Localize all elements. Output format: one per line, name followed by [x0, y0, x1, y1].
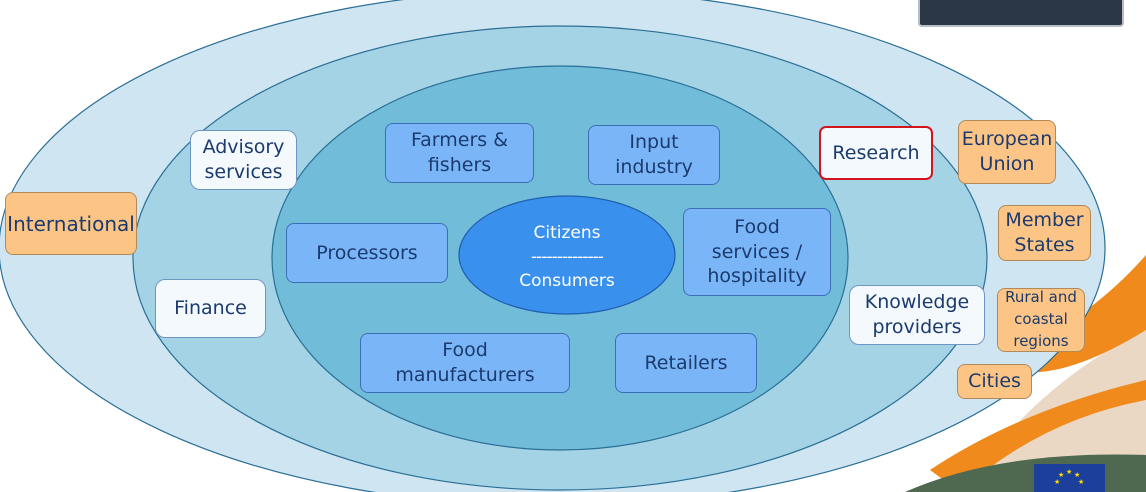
box-label-line: services [204, 161, 283, 183]
box-rural-coastal-regions[interactable]: Rural and coastal regions [997, 288, 1085, 352]
core-separator: -------------- [531, 246, 604, 267]
box-label-line: Advisory [202, 136, 285, 159]
eu-flag-icon: ★★★ ★★ [1034, 464, 1105, 492]
box-food-manufacturers[interactable]: Food manufacturers [360, 333, 570, 393]
box-farmers-fishers[interactable]: Farmers & fishers [385, 123, 534, 183]
box-knowledge-providers[interactable]: Knowledge providers [849, 285, 985, 345]
box-label-line: Input [629, 131, 679, 154]
box-label-line: services / [711, 240, 803, 263]
box-advisory-services[interactable]: Advisory services [190, 130, 297, 190]
core-ellipse [458, 195, 676, 315]
box-european-union[interactable]: European Union [958, 120, 1056, 184]
box-label-line: regions [1013, 331, 1069, 350]
box-label-line: manufacturers [395, 364, 535, 386]
box-label-line: International [7, 211, 135, 236]
box-cities[interactable]: Cities [957, 364, 1032, 399]
box-label-line: hospitality [707, 265, 807, 288]
core-title: Citizens [533, 223, 601, 244]
svg-text:★: ★ [1078, 478, 1084, 486]
box-label-line: industry [615, 156, 693, 178]
box-label-line: States [1014, 234, 1075, 256]
box-processors[interactable]: Processors [286, 223, 448, 283]
box-label-line: fishers [427, 154, 492, 176]
box-research[interactable]: Research [819, 126, 933, 180]
box-label-line: Member [1005, 209, 1084, 232]
box-member-states[interactable]: Member States [998, 205, 1091, 261]
corner-orange-shape [990, 255, 1146, 373]
box-label-line: Knowledge [864, 291, 970, 314]
box-label-line: Cities [968, 370, 1021, 393]
box-international[interactable]: International [5, 192, 137, 255]
box-label-line: European [961, 128, 1053, 151]
svg-text:★: ★ [1058, 471, 1064, 479]
corner-orange-shape-2 [930, 380, 1146, 492]
svg-text:★: ★ [1066, 468, 1072, 476]
box-label-line: Food [734, 215, 780, 238]
box-label-line: Farmers & [410, 129, 509, 152]
box-label-line: Retailers [644, 351, 728, 374]
box-food-services[interactable]: Food services / hospitality [683, 208, 831, 296]
box-label-line: Research [832, 141, 920, 164]
dark-panel [918, 0, 1124, 27]
box-label-line: Food [442, 339, 488, 362]
svg-text:★: ★ [1054, 478, 1060, 486]
core-label: Citizens -------------- Consumers [459, 203, 675, 311]
box-label-line: Finance [174, 297, 247, 320]
box-finance[interactable]: Finance [155, 279, 266, 338]
box-label-line: Rural and [1005, 288, 1077, 307]
box-label-line: Processors [316, 241, 418, 264]
box-label-line: providers [872, 316, 962, 338]
box-input-industry[interactable]: Input industry [588, 125, 720, 185]
box-label-line: Union [979, 153, 1035, 175]
box-retailers[interactable]: Retailers [615, 333, 757, 393]
core-subtitle: Consumers [519, 270, 615, 291]
svg-text:★: ★ [1074, 471, 1080, 479]
box-label-line: coastal [1014, 310, 1068, 329]
